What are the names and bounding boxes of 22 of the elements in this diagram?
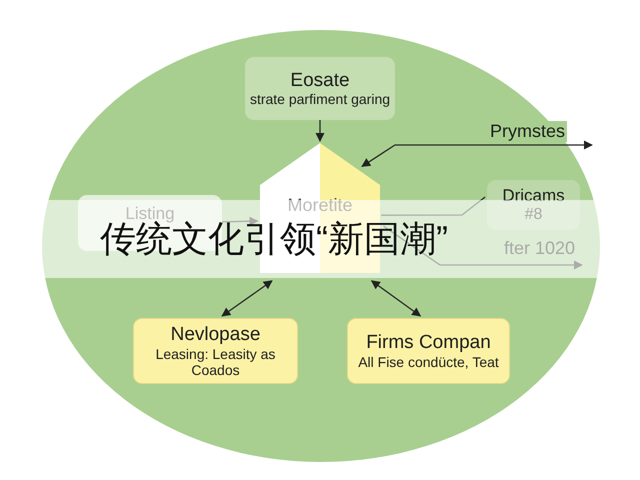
edge-label: Prymstes	[488, 121, 568, 142]
arrow	[222, 216, 258, 226]
text-box	[133, 318, 298, 384]
text-box	[347, 318, 510, 384]
text-box	[245, 57, 395, 120]
arrow	[361, 140, 593, 167]
node-heading: Listing	[125, 204, 175, 223]
node-text: Leasing: Leasity as Coados	[154, 346, 276, 378]
node-heading: Nevlopase	[170, 324, 262, 346]
node-heading: Dricams	[501, 186, 566, 206]
arrow	[221, 280, 273, 317]
arrow	[315, 120, 325, 142]
node-heading: Firms Compan	[365, 332, 492, 354]
arrow	[383, 226, 583, 270]
connector-line	[381, 196, 486, 216]
node-text: strate parfiment garing	[248, 91, 392, 108]
node-text: All Fise condücte, Teat	[357, 354, 500, 370]
node-heading: Moretite	[286, 195, 354, 216]
node-heading: Eosate	[289, 70, 351, 92]
text-box	[487, 180, 580, 230]
node-text: #8	[524, 206, 544, 224]
arrow	[370, 280, 422, 317]
